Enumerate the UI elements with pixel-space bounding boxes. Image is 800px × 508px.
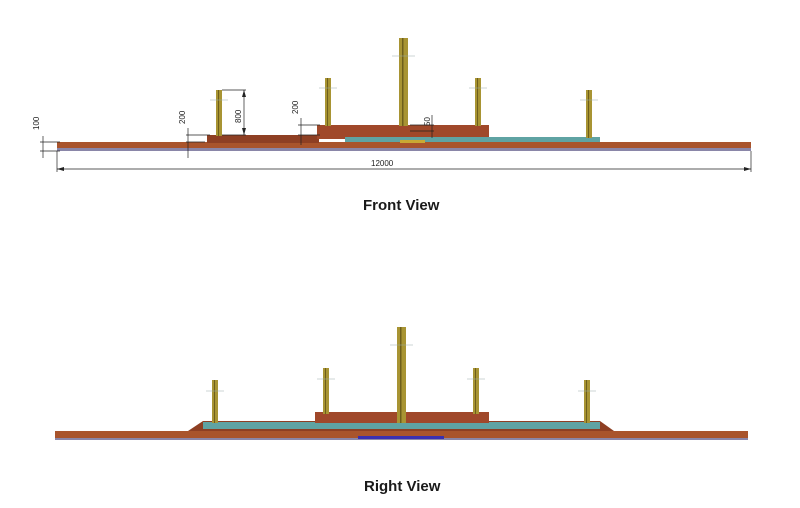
front-pile-2: [319, 78, 337, 126]
right-blue-strip: [358, 436, 444, 439]
right-pile-5: [578, 380, 596, 423]
front-pile-1: [210, 90, 228, 136]
right-pile-center: [390, 327, 413, 423]
right-view: [55, 327, 748, 440]
dim-offset: 50: [423, 117, 432, 126]
dim-step-left: 200: [178, 110, 187, 124]
front-slab-yellow: [400, 140, 425, 143]
front-ground-layer: [57, 142, 751, 148]
front-pile-4: [469, 78, 487, 126]
front-pile-5: [580, 90, 598, 138]
right-slab-teal: [203, 422, 600, 429]
dim-pile-height: 800: [234, 109, 243, 123]
front-platform-center: [317, 125, 489, 139]
right-pile-4: [467, 368, 485, 414]
front-view: 100 200 800 200 50 12000: [32, 38, 752, 172]
right-ground-layer: [55, 431, 748, 438]
right-view-caption: Right View: [364, 478, 441, 495]
front-pile-center: [392, 38, 415, 126]
front-slab-teal: [345, 137, 600, 142]
dim-thickness: 100: [32, 116, 41, 130]
right-pile-1: [206, 380, 224, 423]
dim-total-length: 12000: [371, 159, 394, 168]
front-ground-bottom: [57, 147, 751, 151]
front-platform-left: [207, 135, 319, 143]
right-pile-2: [317, 368, 335, 414]
front-view-caption: Front View: [363, 197, 440, 214]
dim-step-mid: 200: [291, 100, 300, 114]
